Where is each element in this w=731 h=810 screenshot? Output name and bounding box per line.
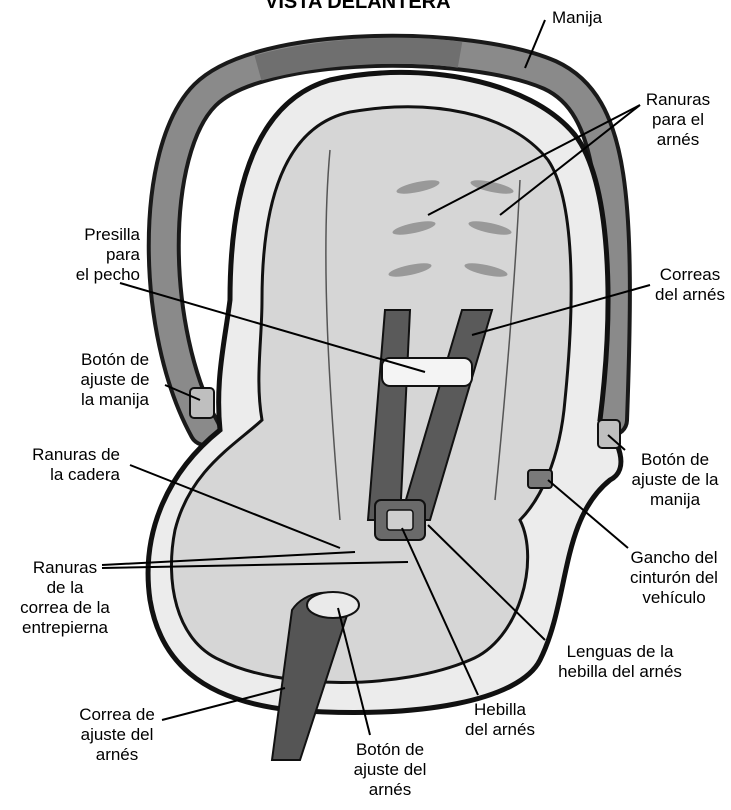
label-buckle: Hebilla del arnés xyxy=(455,700,545,740)
buckle-button-shape xyxy=(387,510,413,530)
label-handle-button-right: Botón de ajuste de la manija xyxy=(622,450,728,510)
diagram-title: VISTA DELANTERA xyxy=(265,0,451,14)
handle-button-left-shape xyxy=(190,388,214,418)
label-crotch-slots: Ranuras de la correa de la entrepierna xyxy=(10,558,120,638)
label-buckle-tongues: Lenguas de la hebilla del arnés xyxy=(540,642,700,682)
label-chest-clip: Presilla para el pecho xyxy=(30,225,140,285)
label-handle: Manija xyxy=(552,8,602,28)
label-adjust-button: Botón de ajuste del arnés xyxy=(340,740,440,800)
belt-hook-shape xyxy=(528,470,552,488)
label-harness-straps: Correas del arnés xyxy=(650,265,730,305)
label-handle-button-left: Botón de ajuste de la manija xyxy=(60,350,170,410)
label-adjust-strap: Correa de ajuste del arnés xyxy=(62,705,172,765)
chest-clip-shape xyxy=(382,358,472,386)
adjust-button-shape xyxy=(307,592,359,618)
label-hip-slots: Ranuras de la cadera xyxy=(10,445,120,485)
label-belt-hook: Gancho del cinturón del vehículo xyxy=(618,548,730,608)
label-harness-slots: Ranuras para el arnés xyxy=(638,90,718,150)
